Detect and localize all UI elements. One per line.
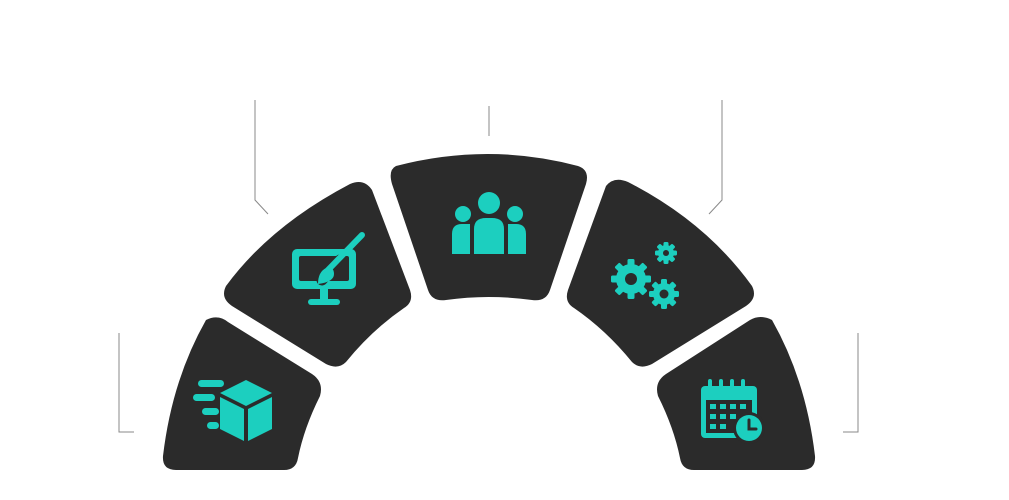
fast-delivery-box-icon	[193, 380, 272, 441]
calendar-clock-icon	[701, 379, 765, 444]
connector-line-left-top	[254, 100, 269, 215]
large-gear-icon	[611, 259, 651, 299]
medium-gear-icon	[649, 279, 679, 309]
connector-line-right-bottom	[843, 333, 859, 433]
connector-line-left-bottom	[118, 333, 134, 433]
team-group-icon	[452, 192, 526, 254]
segment-settings[interactable]	[566, 179, 754, 367]
connector-lines	[118, 100, 859, 433]
connector-line-right-top	[708, 100, 723, 215]
monitor-paintbrush-icon	[292, 232, 365, 305]
small-gear-icon	[655, 242, 677, 264]
gears-icon	[611, 242, 679, 309]
